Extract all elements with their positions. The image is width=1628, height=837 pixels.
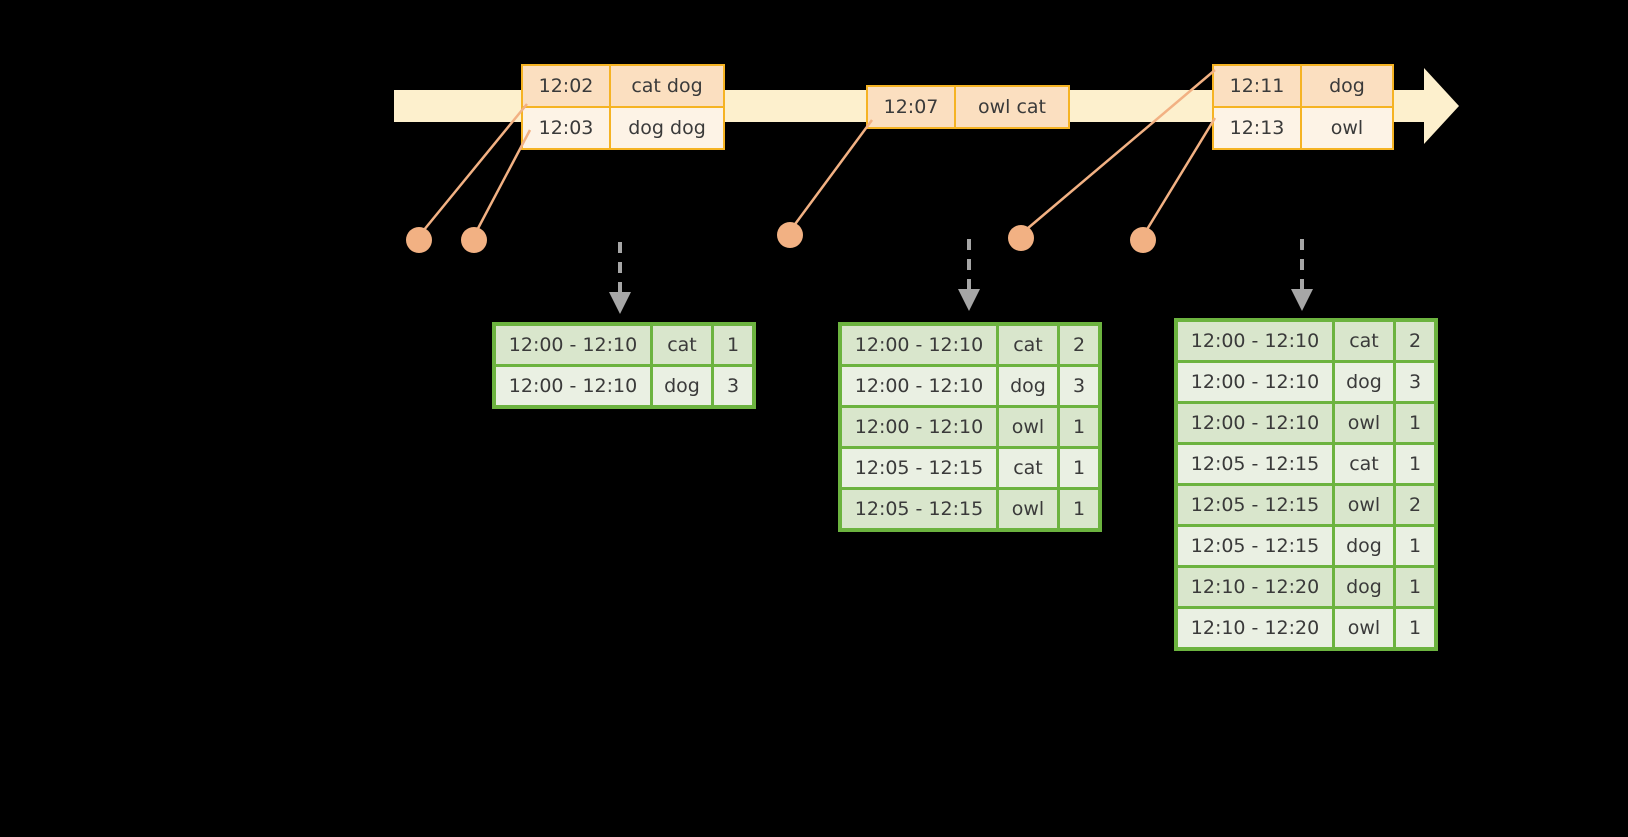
cell-count: 1 [1396, 445, 1434, 483]
cell-count: 2 [1396, 486, 1434, 524]
cell-count: 3 [714, 367, 752, 405]
cell-window: 12:00 - 12:10 [1178, 363, 1332, 401]
cell-window: 12:05 - 12:15 [842, 490, 996, 528]
event-time: 12:13 [1214, 108, 1302, 148]
cell-count: 2 [1060, 326, 1098, 364]
cell-count: 1 [1060, 408, 1098, 446]
cell-count: 2 [1396, 322, 1434, 360]
event-time: 12:07 [868, 87, 956, 127]
event-dot-icon [1008, 225, 1034, 251]
event-text: owl cat [956, 87, 1068, 127]
cell-window: 12:00 - 12:10 [496, 367, 650, 405]
timeline-event-box[interactable]: 12:11 dog 12:13 owl [1212, 64, 1394, 150]
event-dot-icon [777, 222, 803, 248]
timeline-event-row: 12:11 dog [1214, 66, 1392, 106]
event-text: dog dog [611, 108, 723, 148]
cell-word: dog [1335, 568, 1393, 606]
cell-window: 12:00 - 12:10 [1178, 404, 1332, 442]
cell-word: cat [1335, 445, 1393, 483]
event-text: cat dog [611, 66, 723, 106]
cell-word: dog [1335, 527, 1393, 565]
timeline-event-box[interactable]: 12:02 cat dog 12:03 dog dog [521, 64, 725, 150]
cell-count: 1 [1396, 568, 1434, 606]
cell-word: cat [999, 326, 1057, 364]
timeline-event-row: 12:03 dog dog [523, 106, 723, 148]
cell-count: 1 [1396, 404, 1434, 442]
cell-count: 1 [1060, 490, 1098, 528]
cell-window: 12:10 - 12:20 [1178, 609, 1332, 647]
cell-count: 1 [714, 326, 752, 364]
cell-window: 12:00 - 12:10 [842, 408, 996, 446]
cell-window: 12:00 - 12:10 [842, 367, 996, 405]
event-dot-icon [406, 227, 432, 253]
cell-window: 12:05 - 12:15 [842, 449, 996, 487]
cell-window: 12:05 - 12:15 [1178, 486, 1332, 524]
event-text: dog [1302, 66, 1392, 106]
cell-word: cat [1335, 322, 1393, 360]
cell-word: owl [1335, 486, 1393, 524]
arrow-down-dashed-icon [958, 239, 980, 311]
cell-word: dog [653, 367, 711, 405]
cell-window: 12:00 - 12:10 [496, 326, 650, 364]
cell-word: dog [1335, 363, 1393, 401]
cell-count: 1 [1396, 527, 1434, 565]
timeline-arrow-head-icon [1424, 68, 1459, 144]
arrow-down-dashed-icon [1291, 239, 1313, 311]
timeline-event-box[interactable]: 12:07 owl cat [866, 85, 1070, 129]
cell-window: 12:10 - 12:20 [1178, 568, 1332, 606]
cell-window: 12:05 - 12:15 [1178, 445, 1332, 483]
cell-count: 3 [1396, 363, 1434, 401]
event-time: 12:11 [1214, 66, 1302, 106]
event-time: 12:02 [523, 66, 611, 106]
cell-window: 12:00 - 12:10 [1178, 322, 1332, 360]
cell-word: cat [653, 326, 711, 364]
event-dot-icon [1130, 227, 1156, 253]
event-text: owl [1302, 108, 1392, 148]
timeline-event-row: 12:02 cat dog [523, 66, 723, 106]
cell-word: owl [1335, 404, 1393, 442]
cell-word: owl [1335, 609, 1393, 647]
cell-word: owl [999, 408, 1057, 446]
cell-word: owl [999, 490, 1057, 528]
cell-count: 1 [1396, 609, 1434, 647]
cell-word: dog [999, 367, 1057, 405]
arrow-down-dashed-icon [609, 242, 631, 314]
event-dot-icon [461, 227, 487, 253]
timeline-event-row: 12:13 owl [1214, 106, 1392, 148]
cell-count: 1 [1060, 449, 1098, 487]
cell-window: 12:00 - 12:10 [842, 326, 996, 364]
cell-word: cat [999, 449, 1057, 487]
timeline-event-row: 12:07 owl cat [868, 87, 1068, 127]
cell-window: 12:05 - 12:15 [1178, 527, 1332, 565]
event-time: 12:03 [523, 108, 611, 148]
cell-count: 3 [1060, 367, 1098, 405]
